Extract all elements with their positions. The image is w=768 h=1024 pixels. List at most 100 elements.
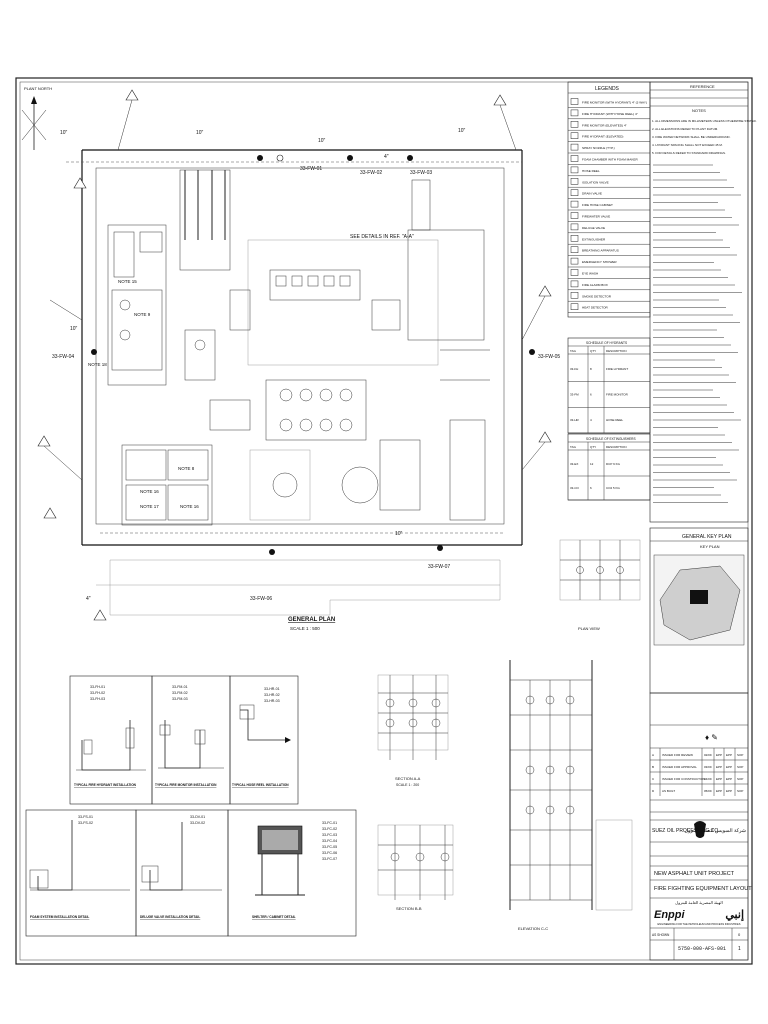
schedule-header: DESCRIPTION xyxy=(606,349,627,353)
revision-cell: 03/09 xyxy=(704,765,712,769)
revision-cell: EPP xyxy=(716,765,722,769)
schedule-cell: 33-EX xyxy=(570,462,578,466)
revision-cell: EPP xyxy=(716,789,722,793)
detail-tag: 33-FC-04 xyxy=(322,839,337,843)
legend-item-label: FIRE MONITOR (ELEVATED) 4" xyxy=(582,123,627,127)
plan-scale: SCALE 1 : 500 xyxy=(290,626,320,631)
note-label: NOTE 9 xyxy=(134,312,151,317)
legend-symbol-icon xyxy=(570,280,579,288)
legend-rows: FIRE MONITOR (WITH HYDRANT) 4" (3 WAY)FI… xyxy=(568,98,650,313)
pipe-size-label: 10" xyxy=(70,326,78,332)
detail-tag: 33-FH-01 xyxy=(90,685,105,689)
note-line: 5. FOR DETAILS REFER TO STANDARD DRAWING… xyxy=(652,151,726,155)
detail-tag: 33-DV-02 xyxy=(190,821,205,825)
revision-number: 0 xyxy=(738,932,741,937)
legend-symbol-icon xyxy=(570,200,579,208)
note-label: NOTE 16 xyxy=(180,504,199,509)
elevation-view: ELEVATION C-C xyxy=(509,660,633,931)
site-boundaries xyxy=(95,167,505,616)
revision-cell: C xyxy=(652,777,655,781)
detail-title: DELUGE VALVE INSTALLATION DETAIL xyxy=(140,915,200,919)
legend-symbol-icon xyxy=(570,292,579,299)
contractor-block: الهيئة المصرية العامة للبترول Enppi إنبي… xyxy=(654,900,744,926)
legend-symbol-icon xyxy=(570,246,579,253)
detail-tag: 33-FC-02 xyxy=(322,827,337,831)
key-plan-note: KEY PLAN xyxy=(700,544,720,549)
legend-symbol-icon xyxy=(570,121,579,128)
equipment-tag: 33-FW-04 xyxy=(52,354,74,360)
legend-item-label: ISOLATION VALVE xyxy=(582,180,609,184)
equipment-tag: 33-FW-01 xyxy=(300,166,322,172)
schedule-cell: FIRE MONITOR xyxy=(606,393,629,397)
stamp-mark: ♦ ✎ xyxy=(705,733,718,742)
revision-cell: 04/09 xyxy=(704,777,712,781)
legend-symbol-icon xyxy=(570,109,579,117)
contractor-full-name: ENGINEERING FOR THE PETROLEUM AND PROCES… xyxy=(658,922,741,926)
detail-tag: 33-FM-03 xyxy=(172,697,188,701)
note-line: 1. ALL DIMENSIONS ARE IN MILLIMETERS UNL… xyxy=(652,119,757,123)
legend-title: LEGENDS xyxy=(595,86,620,92)
legend-symbol-icon xyxy=(570,166,579,174)
notes-subheader: NOTES xyxy=(692,108,706,113)
section-label: PLAN VIEW xyxy=(578,626,600,631)
note-label: NOTE 15 xyxy=(118,279,137,284)
revision-triangle-icons xyxy=(37,89,552,621)
scale-value: AS SHOWN xyxy=(652,933,670,937)
key-plan-title: GENERAL KEY PLAN xyxy=(682,534,732,540)
legend-symbol-icon xyxy=(570,269,579,276)
revision-cell: ISSUED FOR CONSTRUCTION xyxy=(662,777,705,781)
revision-cell: B xyxy=(652,765,654,769)
detail-title: TYPICAL FIRE MONITOR INSTALLATION xyxy=(155,783,217,787)
plan-title: GENERAL PLAN xyxy=(288,617,335,623)
equipment-tag: 33-FW-03 xyxy=(410,170,432,176)
legend-symbol-icon xyxy=(570,155,579,162)
revision-cell: A xyxy=(652,753,654,757)
legend-symbol-icon xyxy=(570,178,579,185)
schedule-cell: CO2 5 KG xyxy=(606,486,621,490)
north-label: PLANT NORTH xyxy=(24,86,52,91)
detail-tag: 33-FM-01 xyxy=(172,685,188,689)
revision-cell: EPP xyxy=(716,777,722,781)
revision-cell: 05/09 xyxy=(704,789,712,793)
leader-lines xyxy=(43,99,546,481)
legend-symbol-icon xyxy=(570,223,579,231)
revision-cell: 02/09 xyxy=(704,753,712,757)
detail-title: TYPICAL FIRE HYDRANT INSTALLATION xyxy=(74,783,137,787)
legend-item-label: FIREWATER VALVE xyxy=(582,215,610,219)
detail-title: FOAM SYSTEM INSTALLATION DETAIL xyxy=(30,915,89,919)
client-name-en: SUEZ OIL PROCESSING CO. xyxy=(652,828,720,834)
equipment-tags: 33-FW-01 33-FW-02 33-FW-03 33-FW-04 33-F… xyxy=(52,154,560,602)
schedule-cell: 4 xyxy=(590,418,592,422)
section-a: SECTION A-A SCALE 1 : 200 xyxy=(377,674,449,787)
revision-cell: SOP xyxy=(737,765,743,769)
note-line: 3. FIRE WATER NETWORK SHALL BE UNDERGROU… xyxy=(652,135,731,139)
legend-item-label: HOSE REEL xyxy=(582,169,600,173)
schedule-header: QTY xyxy=(590,349,596,353)
notes-lines: 1. ALL DIMENSIONS ARE IN MILLIMETERS UNL… xyxy=(652,119,757,503)
revision-cell: ISSUED FOR APPROVAL xyxy=(662,765,697,769)
drawing-title: FIRE FIGHTING EQUIPMENT LAYOUT xyxy=(654,886,752,892)
detail-title: SHELTER / CABINET DETAIL xyxy=(252,915,296,919)
legend-item-label: FIRE HYDRANT (WITH HOSE REEL) 4" xyxy=(582,112,638,116)
schedule-title: SCHEDULE OF EXTINGUISHERS xyxy=(586,437,636,441)
pipe-size-label: 10" xyxy=(458,128,466,134)
revision-cell: ISSUED FOR REVIEW xyxy=(662,753,693,757)
detail-tag: 33-FS-01 xyxy=(78,815,93,819)
legend-item-label: SMOKE DETECTOR xyxy=(582,294,612,298)
detail-drawings xyxy=(29,704,305,896)
detail-tag: 33-FC-07 xyxy=(322,857,337,861)
north-arrow-icon: PLANT NORTH xyxy=(21,86,52,150)
section-label: ELEVATION C-C xyxy=(518,926,548,931)
schedule-cell: 6 xyxy=(590,486,592,490)
legend-item-label: FOAM CHAMBER WITH FOAM MAKER xyxy=(582,158,638,162)
legend-symbol-icon xyxy=(570,303,579,310)
legend-symbol-icon xyxy=(570,189,579,196)
detail-tag: 33-FC-06 xyxy=(322,851,337,855)
equipment-tag: 33-FW-02 xyxy=(360,170,382,176)
detail-tag: 33-FH-03 xyxy=(90,697,105,701)
schedule-cell: DCP 9 KG xyxy=(606,462,621,466)
revision-cell: EPP xyxy=(726,753,732,757)
plan-view-c: PLAN VIEW xyxy=(559,539,641,631)
